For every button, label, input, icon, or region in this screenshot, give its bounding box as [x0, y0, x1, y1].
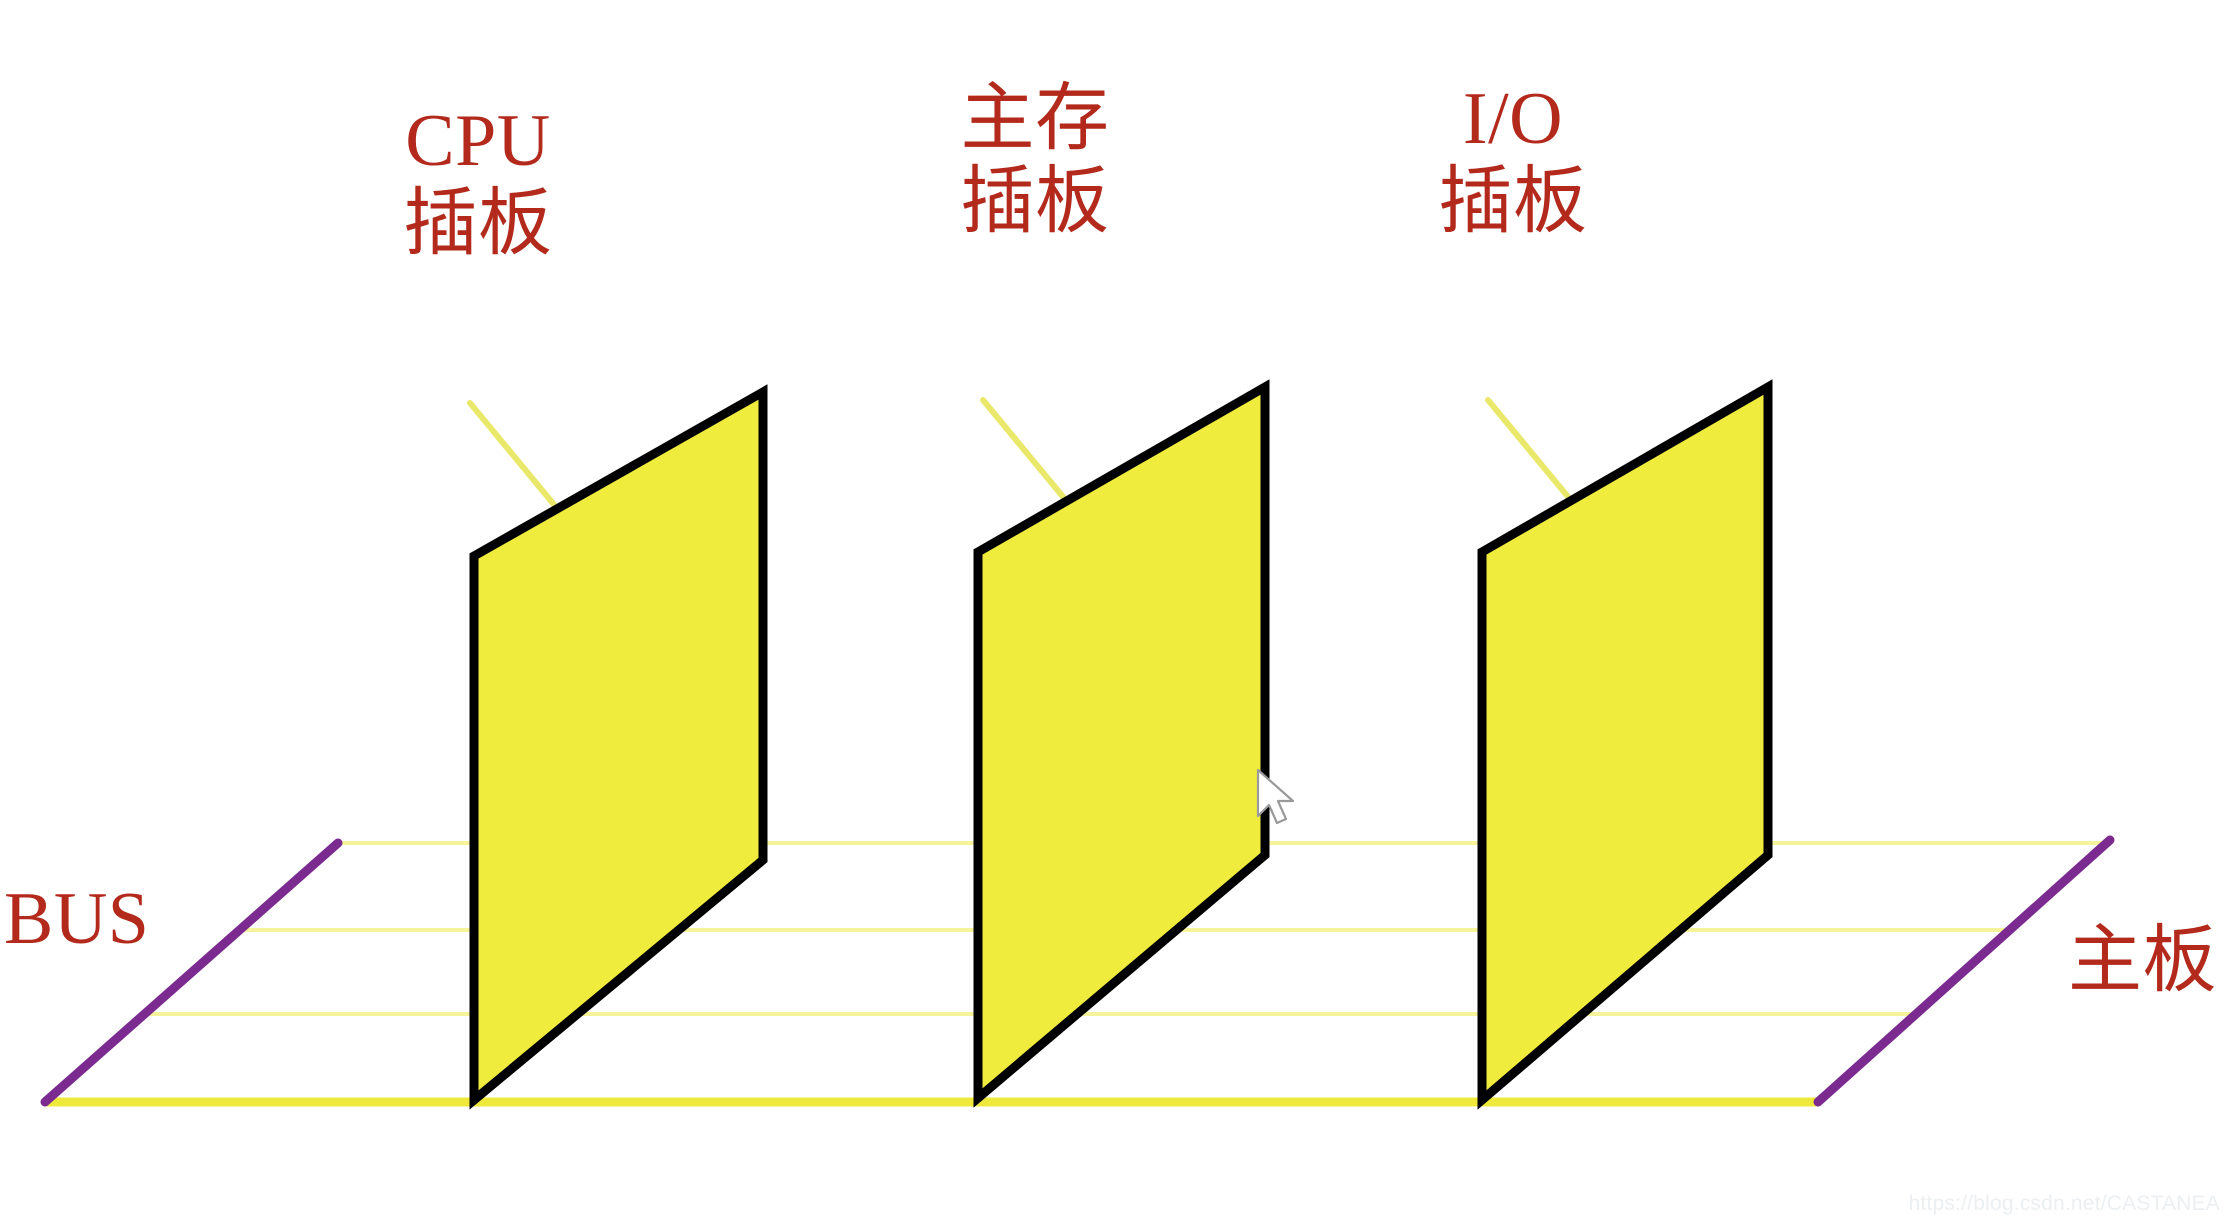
cpu-card[interactable] [469, 384, 768, 1110]
label-motherboard: 主板 [2068, 920, 2228, 1003]
io-card[interactable] [1477, 379, 1773, 1110]
label-cpu-line2: 插板 [403, 182, 553, 265]
label-motherboard-text: 主板 [2068, 920, 2217, 1002]
memory-card[interactable] [973, 379, 1270, 1108]
bus-edges [40, 835, 2115, 1107]
label-memory-line1: 主存 [960, 78, 1110, 160]
label-io-line1: I/O [1462, 78, 1564, 160]
bus-left-edge [40, 838, 343, 1107]
bus-right-edge [1813, 835, 2115, 1107]
label-bus: BUS [4, 878, 204, 961]
label-bus-text: BUS [4, 878, 150, 960]
plugin-cards [469, 379, 1773, 1110]
label-io-card: I/O 插板 [1408, 78, 1618, 244]
label-cpu-card: CPU 插板 [368, 100, 588, 266]
source-watermark: https://blog.csdn.net/CASTANEA [1908, 1192, 2220, 1215]
label-memory-line2: 插板 [960, 160, 1110, 243]
label-io-line2: 插板 [1438, 160, 1588, 243]
label-cpu-line1: CPU [405, 100, 551, 182]
label-memory-card: 主存 插板 [930, 78, 1140, 244]
